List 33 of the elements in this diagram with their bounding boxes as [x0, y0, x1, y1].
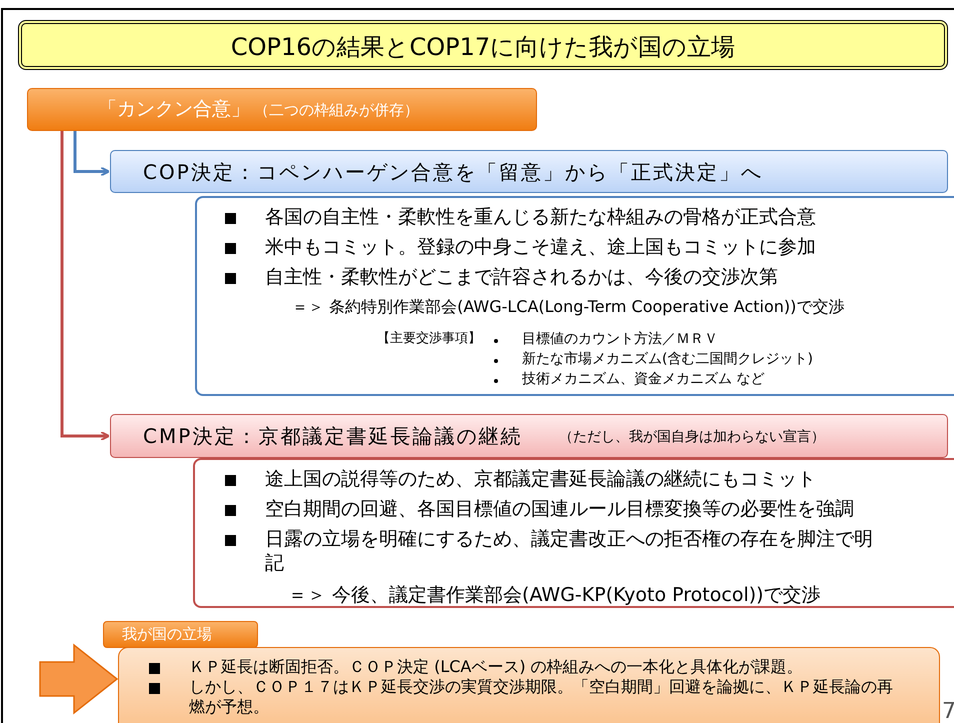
bullet-text: 新たな市場メカニズム(含む二国間クレジット) [522, 351, 813, 368]
arrow [74, 131, 110, 176]
label-text: （二つの枠組みが併存） [254, 101, 419, 120]
arrow [60, 131, 110, 441]
heading-tab [103, 621, 258, 648]
content-box [195, 196, 954, 396]
bullet-text: しかし、ＣＯＰ１７はＫＰ延長交渉の実質交渉期限。「空白期間」回避を論拠に、ＫＰ延長論の再燃が予想。 [189, 677, 894, 717]
bullet-text: 空白期間の回避、各国目標値の国連ルール目標変換等の必要性を強調 [265, 498, 854, 522]
bullet-text: 各国の自主性・柔軟性を重んじる新たな枠組みの骨格が正式合意 [265, 206, 816, 230]
label-text: COP16の結果とCOP17に向けた我が国の立場 [230, 32, 736, 62]
header-bar [27, 88, 537, 131]
label-text: 【主要交渉事項】 [377, 331, 481, 348]
summary-box [118, 647, 940, 723]
bullet-text: 米中もコミット。登録の中身こそ違え、途上国もコミットに参加 [265, 236, 816, 260]
bullet-text: 日露の立場を明確にするため、議定書改正への拒否権の存在を脚注で明記 [265, 528, 874, 576]
block-arrow [39, 643, 118, 715]
label-text: （ただし、我が国自身は加わらない宣言） [559, 429, 825, 446]
content-box [193, 458, 954, 608]
label-text: ＝＞ 条約特別作業部会(AWG-LCA(Long-Term Cooperative Action))で交渉 [292, 297, 844, 317]
bullet-text: 途上国の説得等のため、京都議定書延長論議の継続にもコミット [265, 468, 816, 492]
title-banner [18, 20, 948, 70]
page-number: 7 [942, 698, 954, 723]
label-text: 我が国の立場 [122, 625, 212, 644]
bullet-text: 自主性・柔軟性がどこまで許容されるかは、今後の交渉次第 [265, 266, 778, 290]
label-text: 「カンクン合意」 [98, 98, 250, 122]
label-text: ＝＞ 今後、議定書作業部会(AWG-KP(Kyoto Protocol))で交渉 [288, 584, 821, 608]
bullet-text: ＫＰ延長は断固拒否。ＣＯＰ決定 (LCAベース) の枠組みへの一本化と具体化が課題。 [189, 657, 803, 677]
bullet-text: 目標値のカウント方法／ＭＲＶ [522, 331, 718, 348]
label-text: COP決定：コペンハーゲン合意を「留意」から「正式決定」へ [143, 160, 763, 185]
decision-bar [110, 414, 948, 458]
label-text: CMP決定：京都議定書延長論議の継続 [143, 424, 522, 449]
bullet-text: 技術メカニズム、資金メカニズム など [522, 371, 764, 388]
decision-bar [110, 150, 948, 193]
